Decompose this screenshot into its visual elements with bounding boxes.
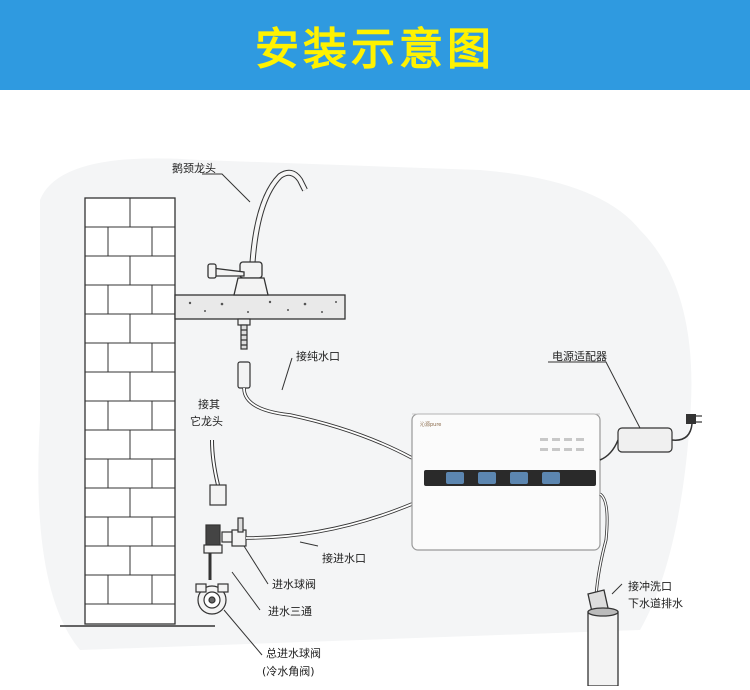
water-purifier-unit: 沁源pure bbox=[411, 413, 601, 551]
installation-diagram: 沁源pure 鹅颈龙头 接纯水口 电源适配器 接其 它龙头 接进水口 进水球阀 … bbox=[38, 158, 702, 687]
label-water-inlet: 接进水口 bbox=[322, 552, 366, 565]
brand-text: 沁源pure bbox=[420, 421, 441, 428]
brick-wall bbox=[84, 197, 176, 625]
label-other-faucet-line1: 接其 bbox=[198, 398, 220, 411]
label-inlet-tee: 进水三通 bbox=[268, 605, 312, 618]
faucet-connector bbox=[237, 318, 251, 389]
label-drain: 下水道排水 bbox=[628, 596, 683, 610]
label-pure-water-outlet: 接纯水口 bbox=[296, 350, 340, 363]
label-power-adapter: 电源适配器 bbox=[552, 349, 607, 363]
diagram-area: 沁源pure 鹅颈龙头 接纯水口 电源适配器 接其 它龙头 接进水口 进水球阀 … bbox=[0, 90, 750, 687]
header-banner: 安装示意图 bbox=[0, 0, 750, 90]
countertop bbox=[174, 294, 346, 320]
leader-lines bbox=[202, 173, 641, 656]
label-inlet-ball-valve: 进水球阀 bbox=[272, 577, 316, 591]
label-gooseneck-faucet: 鹅颈龙头 bbox=[172, 161, 216, 175]
label-main-valve-note: (冷水角阀) bbox=[262, 664, 315, 678]
inlet-valve-assembly bbox=[203, 517, 247, 580]
angle-valve bbox=[195, 583, 229, 615]
gooseneck-faucet bbox=[207, 169, 308, 296]
page-title: 安装示意图 bbox=[255, 24, 495, 75]
other-faucet-hose bbox=[209, 439, 227, 506]
power-adapter bbox=[599, 414, 702, 461]
label-main-valve: 总进水球阀 bbox=[266, 646, 321, 660]
drain-pipe bbox=[587, 589, 619, 687]
label-other-faucet-line2: 它龙头 bbox=[190, 414, 223, 428]
label-flush-outlet: 接冲洗口 bbox=[628, 579, 672, 593]
